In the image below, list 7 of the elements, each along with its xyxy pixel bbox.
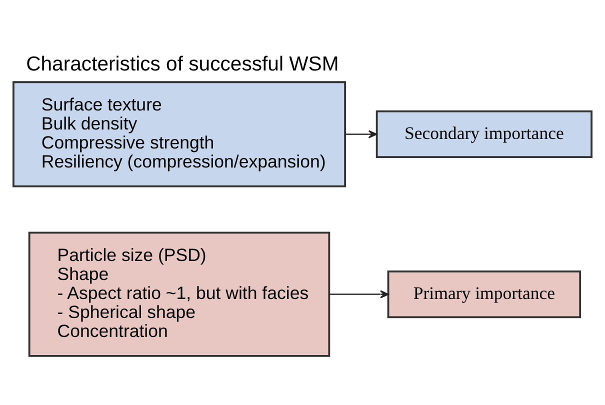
node-box: Secondary importance	[376, 110, 592, 158]
arrow	[345, 130, 378, 138]
arrow	[330, 290, 389, 298]
diagram-title: Characteristics of successful WSM	[26, 53, 339, 76]
node-box: Surface texture Bulk density Compressive strength Resiliency (compression/expansion)	[12, 81, 346, 188]
node-box: Primary importance	[387, 270, 582, 318]
node-box: Particle size (PSD) Shape - Aspect ratio ~1, but with facies - Spherical shape Concentration	[28, 232, 330, 357]
